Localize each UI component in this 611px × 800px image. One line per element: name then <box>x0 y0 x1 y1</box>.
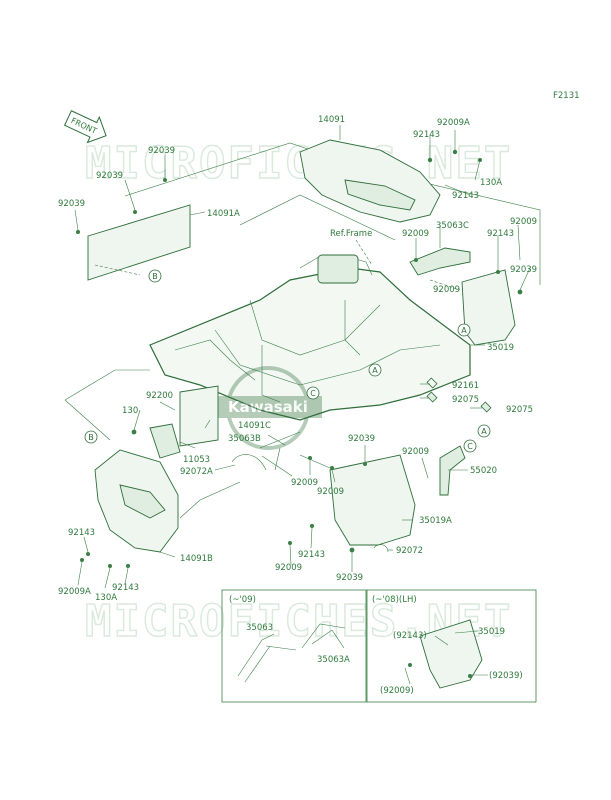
part-label: 92009 <box>510 217 537 227</box>
inset-left-part-35063A <box>301 623 346 649</box>
callout-a-frame: A <box>368 363 382 377</box>
callout-b-upper: B <box>148 269 162 283</box>
part-label: 92039 <box>148 146 175 156</box>
callout-c-right: C <box>463 439 477 453</box>
part-label: 92200 <box>146 391 173 401</box>
part-label: 35019 <box>487 343 514 353</box>
logo-text: Kawasaki <box>228 398 308 416</box>
part-label: 92143 <box>68 528 95 538</box>
front-arrow-icon: FRONT <box>63 110 107 144</box>
svg-text:B: B <box>152 272 158 281</box>
part-label: 14091B <box>180 554 213 564</box>
inset-right-heading: (~'08)(LH) <box>372 595 417 605</box>
part-label: 92009A <box>58 587 91 597</box>
part-label: 11053 <box>183 455 210 465</box>
part-label: 92075 <box>506 405 533 415</box>
part-label: 92143 <box>413 130 440 140</box>
bracket-55020 <box>439 445 466 496</box>
part-label: 92009 <box>433 285 460 295</box>
callout-c-frame: C <box>306 386 320 400</box>
callout-a-right: A <box>457 323 471 337</box>
part-label: 35063 <box>246 623 273 633</box>
callout-b-lower: B <box>84 430 98 444</box>
part-label: 35063C <box>436 221 469 231</box>
part-label: 14091C <box>238 421 271 431</box>
part-label: (92039) <box>489 671 523 681</box>
kawasaki-logo: Kawasaki <box>218 366 322 450</box>
inset-right: (~'08)(LH) (92143) 35019 (92039) (92009) <box>366 589 537 703</box>
bracket-11053 <box>149 423 181 459</box>
part-label: 92009 <box>275 563 302 573</box>
band-92072A <box>231 454 267 471</box>
svg-text:A: A <box>372 366 378 375</box>
part-label: 92009 <box>402 229 429 239</box>
part-label: 92009 <box>402 447 429 457</box>
part-label: 92039 <box>58 199 85 209</box>
band-92072 <box>373 544 389 553</box>
cover-14091B-slot <box>119 484 166 519</box>
part-label: 14091 <box>318 115 345 125</box>
callout-a-lower: A <box>477 424 491 438</box>
cover-14091-slot <box>344 179 416 211</box>
part-label: 92072 <box>396 546 423 556</box>
figure-code: F2131 <box>553 91 580 101</box>
part-label: 55020 <box>470 466 497 476</box>
part-label: 130A <box>95 593 117 603</box>
part-label: 92143 <box>298 550 325 560</box>
vehicle-frame <box>149 254 471 421</box>
leader-outline-mid <box>239 194 396 241</box>
part-label: 92143 <box>487 229 514 239</box>
part-label: 35019A <box>419 516 452 526</box>
part-label: 92039 <box>348 434 375 444</box>
part-label: 92143 <box>452 191 479 201</box>
svg-text:C: C <box>310 389 316 398</box>
panel-35019A <box>329 454 416 546</box>
part-label: (92009) <box>380 686 414 696</box>
leader-lines <box>64 125 531 589</box>
part-label: (92143) <box>393 631 427 641</box>
part-label: 130 <box>122 406 138 416</box>
part-label: 92075 <box>452 395 479 405</box>
inset-right-panel-35019 <box>419 619 483 689</box>
plate-14091C <box>179 385 219 447</box>
part-label: 92161 <box>452 381 479 391</box>
bracket-35063C <box>409 247 471 276</box>
svg-text:C: C <box>467 442 473 451</box>
part-label: 35063B <box>228 434 261 444</box>
part-labels: 14091 92143 92009A 92143 130A 35063C 920… <box>58 115 537 603</box>
part-label: 92143 <box>112 583 139 593</box>
inset-left: (~'09) 35063 35063A <box>221 589 367 703</box>
plate-14091A <box>87 204 191 281</box>
part-label: 35063A <box>317 655 350 665</box>
strut-35063B <box>259 431 301 477</box>
part-label: 92009 <box>291 478 318 488</box>
part-label: 130A <box>480 178 502 188</box>
part-label: 92039 <box>96 171 123 181</box>
part-label: 92039 <box>336 573 363 583</box>
watermark-top: MICROFICHES.NET <box>85 138 512 189</box>
inset-left-part-35063 <box>237 633 297 683</box>
svg-text:A: A <box>481 427 487 436</box>
part-label: 14091A <box>207 209 240 219</box>
svg-text:A: A <box>461 326 467 335</box>
bolt-markers <box>76 149 523 568</box>
svg-text:B: B <box>88 433 94 442</box>
ref-frame-label: Ref.Frame <box>330 229 372 239</box>
panel-35019 <box>461 269 516 346</box>
part-label: 35019 <box>478 627 505 637</box>
part-label: 92072A <box>180 467 213 477</box>
part-label: 92009A <box>437 118 470 128</box>
inset-left-heading: (~'09) <box>229 595 256 605</box>
part-label: 92039 <box>510 265 537 275</box>
part-label: 92009 <box>317 487 344 497</box>
